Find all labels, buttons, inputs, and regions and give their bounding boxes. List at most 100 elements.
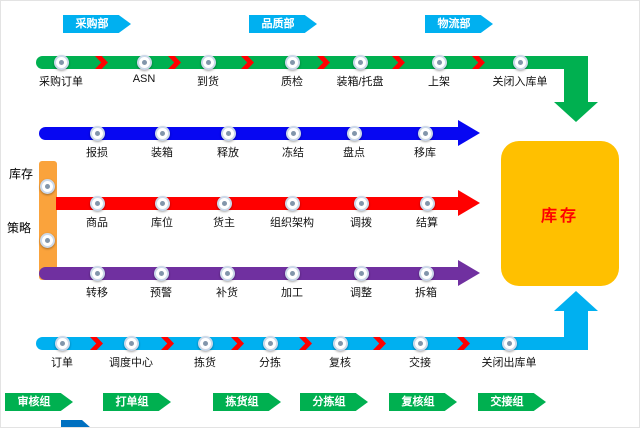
station-label: 补货 [216, 287, 238, 299]
station-marker-icon [123, 336, 139, 351]
station-marker-icon [512, 55, 528, 70]
group-label: 分拣组 [312, 396, 346, 408]
station: 组织架构 [250, 196, 334, 230]
group-banner-audit: 审核组 [5, 393, 73, 411]
station-marker-icon [154, 196, 170, 211]
station-marker-icon [219, 266, 235, 281]
group-banner-handover: 交接组 [478, 393, 546, 411]
chevron-icon [231, 337, 244, 350]
station-marker-icon [200, 55, 216, 70]
station-marker-icon [220, 126, 236, 141]
side-label-inventory: 库存 [9, 167, 34, 181]
station: 关闭出库单 [467, 336, 551, 370]
station-marker-icon [40, 233, 55, 248]
chevron-icon [299, 337, 312, 350]
station: 拆箱 [384, 266, 468, 300]
station-marker-icon [89, 196, 105, 211]
station: 到货 [166, 55, 250, 89]
station-label: 到货 [197, 76, 219, 88]
station-marker-icon [284, 266, 300, 281]
dept-banner-quality: 品质部 [249, 15, 317, 33]
station: 上架 [397, 55, 481, 89]
station: 调整 [319, 266, 403, 300]
station-marker-icon [153, 266, 169, 281]
station: 调度中心 [89, 336, 173, 370]
group-label: 复核组 [401, 396, 435, 408]
group-banner-picking: 拣货组 [213, 393, 281, 411]
station-label: 关闭出库单 [481, 357, 537, 369]
group-banner-printing: 打单组 [103, 393, 171, 411]
station: 调拨 [319, 196, 403, 230]
station-marker-icon [136, 55, 152, 70]
chevron-icon [90, 337, 103, 350]
group-label: 拣货组 [225, 396, 259, 408]
group-label: 交接组 [490, 396, 524, 408]
station: 装箱/托盘 [318, 55, 402, 89]
dept-banner-purchasing: 采购部 [63, 15, 131, 33]
arrow-right-icon [458, 260, 480, 286]
station-marker-icon [417, 126, 433, 141]
group-label: 审核组 [17, 396, 51, 408]
station-marker-icon [412, 336, 428, 351]
station: 交接 [378, 336, 462, 370]
station-label: 复核 [329, 357, 351, 369]
station-marker-icon [197, 336, 213, 351]
station-marker-icon [262, 336, 278, 351]
station-marker-icon [54, 336, 70, 351]
station-marker-icon [418, 266, 434, 281]
station: 商品 [55, 196, 139, 230]
station: 订单 [20, 336, 104, 370]
station-marker-icon [285, 126, 301, 141]
station-marker-icon [53, 55, 69, 70]
group-banner-review: 复核组 [389, 393, 457, 411]
outbound-line-rise [564, 311, 588, 350]
group-banner-sorting: 分拣组 [300, 393, 368, 411]
station-label: 交接 [409, 357, 431, 369]
chevron-icon [168, 56, 181, 69]
station: 拣货 [163, 336, 247, 370]
station: 库位 [120, 196, 204, 230]
station: 质检 [250, 55, 334, 89]
station-label: 结算 [416, 217, 438, 229]
station: 采购订单 [19, 55, 103, 89]
chevron-icon [95, 56, 108, 69]
outbound-line-bar [36, 337, 588, 350]
chevron-icon [241, 56, 254, 69]
station: 分拣 [228, 336, 312, 370]
chevron-icon [472, 56, 485, 69]
station-label: 关闭入库单 [492, 76, 548, 88]
station-label: 调度中心 [109, 357, 153, 369]
dept-label: 物流部 [437, 18, 471, 30]
group-label: 打单组 [115, 396, 149, 408]
station-label: 冻结 [282, 147, 304, 159]
station-label: 装箱/托盘 [336, 76, 384, 88]
station-marker-icon [353, 266, 369, 281]
station-label: 商品 [86, 217, 108, 229]
chevron-icon [392, 56, 405, 69]
chevron-icon [373, 337, 386, 350]
station-marker-icon [284, 196, 300, 211]
station-marker-icon [154, 126, 170, 141]
dept-label: 品质部 [261, 18, 295, 30]
station-label: 预警 [150, 287, 172, 299]
chevron-icon [317, 56, 330, 69]
station-label: 货主 [213, 217, 235, 229]
station-marker-icon [40, 179, 55, 194]
station-label: 调拨 [350, 217, 372, 229]
station: 预警 [119, 266, 203, 300]
station-marker-icon [419, 196, 435, 211]
station: 转移 [55, 266, 139, 300]
dept-banner-logistics: 物流部 [425, 15, 493, 33]
station-label: 采购订单 [39, 76, 83, 88]
station-marker-icon [346, 126, 362, 141]
chevron-icon [457, 337, 470, 350]
dept-label: 采购部 [75, 18, 109, 30]
station-label: 报损 [86, 147, 108, 159]
station-marker-icon [501, 336, 517, 351]
station: 释放 [186, 126, 270, 160]
station: 结算 [385, 196, 469, 230]
station-marker-icon [284, 55, 300, 70]
station: 货主 [182, 196, 266, 230]
station: 盘点 [312, 126, 396, 160]
